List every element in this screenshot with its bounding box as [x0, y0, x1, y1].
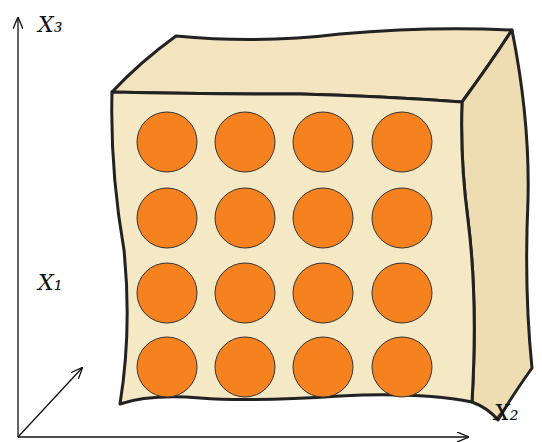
fibre-array	[137, 112, 432, 397]
axis-label-x2: X₂	[494, 402, 518, 424]
axis-label-x1: X₁	[38, 272, 62, 294]
top-face	[112, 29, 512, 102]
axis-x2	[18, 436, 468, 437]
front-face	[112, 92, 475, 404]
axis-x1	[18, 368, 82, 437]
axis-x3	[17, 18, 18, 437]
axis-label-x3: X₃	[38, 14, 62, 36]
